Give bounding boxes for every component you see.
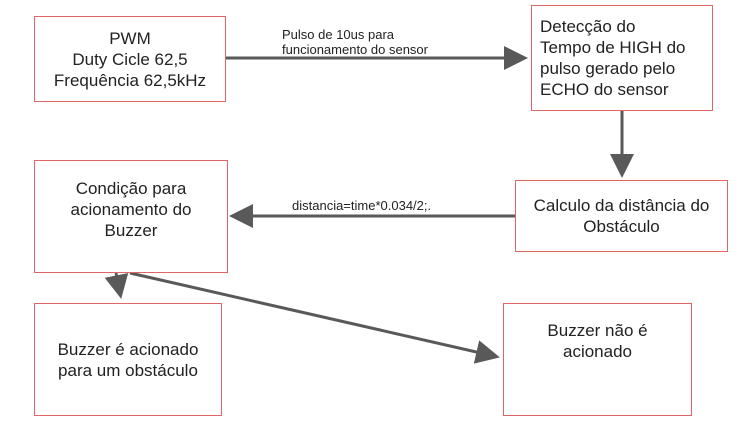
- box-buzzer-nao-acionado: Buzzer não é acionado: [503, 303, 692, 416]
- box-deteccao: Detecção do Tempo de HIGH do pulso gerad…: [531, 5, 713, 111]
- box-condicao: Condição para acionamento do Buzzer: [34, 160, 228, 273]
- box-calculo: Calculo da distância do Obstáculo: [515, 180, 728, 252]
- arrow-condicao-to-acionado: [104, 272, 129, 299]
- label-formula: distancia=time*0.034/2;.: [292, 198, 432, 213]
- box-pwm: PWM Duty Cicle 62,5 Frequência 62,5kHz: [34, 16, 226, 102]
- box-buzzer-acionado: Buzzer é acionado para um obstáculo: [34, 303, 222, 416]
- arrow-condicao-to-nao-acionado: [129, 271, 500, 364]
- label-pulso: Pulso de 10us para funcionamento do sens…: [282, 27, 428, 57]
